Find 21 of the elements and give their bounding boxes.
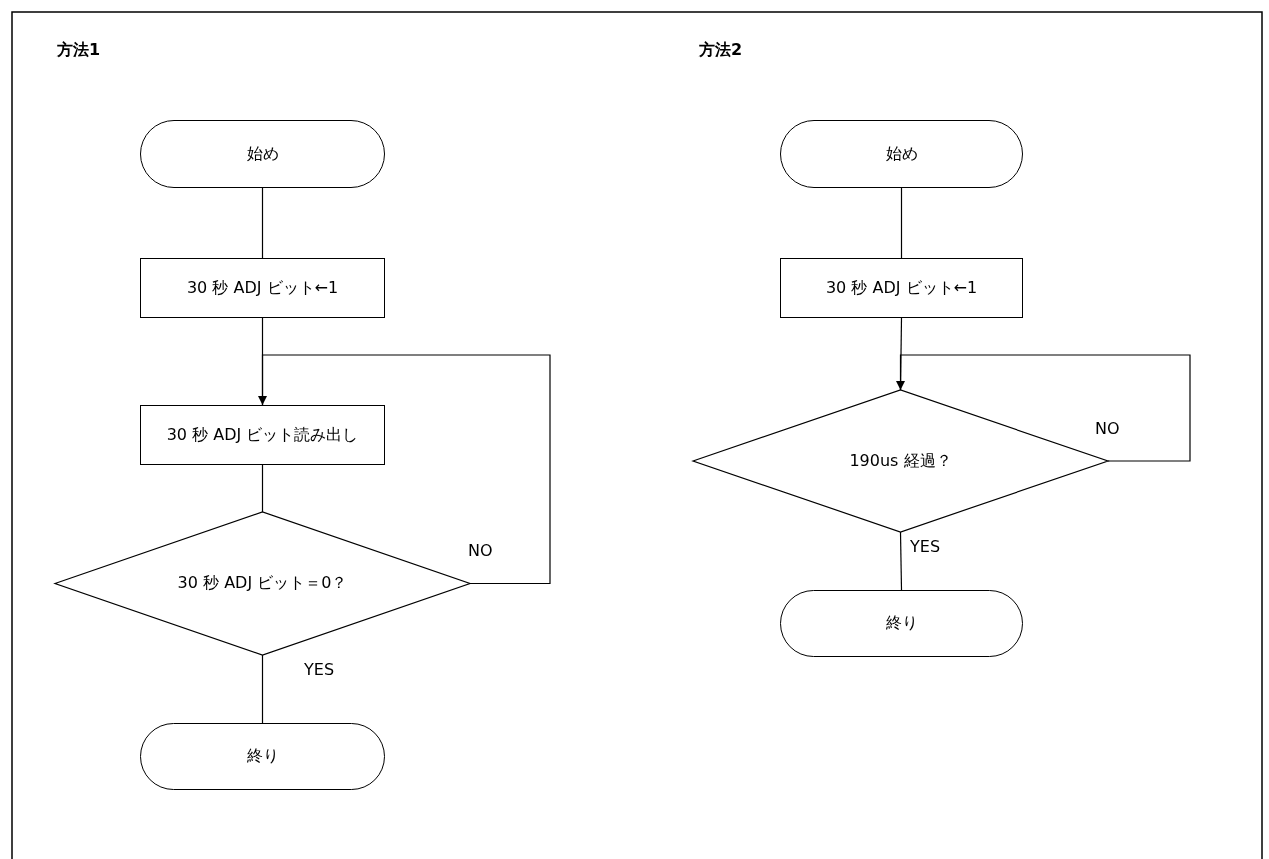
- decision-diamond: [55, 512, 470, 655]
- arrow: [258, 354, 551, 585]
- connector-line: [899, 531, 903, 591]
- node-text: 30 秒 ADJ ビット←1: [825, 277, 978, 299]
- node-text: 始め: [885, 143, 918, 165]
- process-box: [140, 405, 385, 465]
- node-text: 30 秒 ADJ ビット読み出し: [166, 424, 359, 446]
- connector-line: [261, 654, 264, 724]
- node-text: 30 秒 ADJ ビット←1: [186, 277, 339, 299]
- process-box: [140, 258, 385, 318]
- connector-line: [261, 464, 264, 513]
- process-box: [780, 258, 1023, 318]
- arrow: [896, 354, 1191, 462]
- node-text: 190us 経過？: [849, 450, 952, 472]
- node-text: 終り: [885, 613, 918, 634]
- connector-line: [261, 187, 264, 259]
- method-heading: 方法1: [55, 40, 103, 61]
- node-text: 始め: [246, 143, 279, 165]
- connector-line: [900, 187, 903, 259]
- node-text: 30 秒 ADJ ビット＝0？: [177, 573, 348, 594]
- node-text: 終り: [246, 746, 279, 767]
